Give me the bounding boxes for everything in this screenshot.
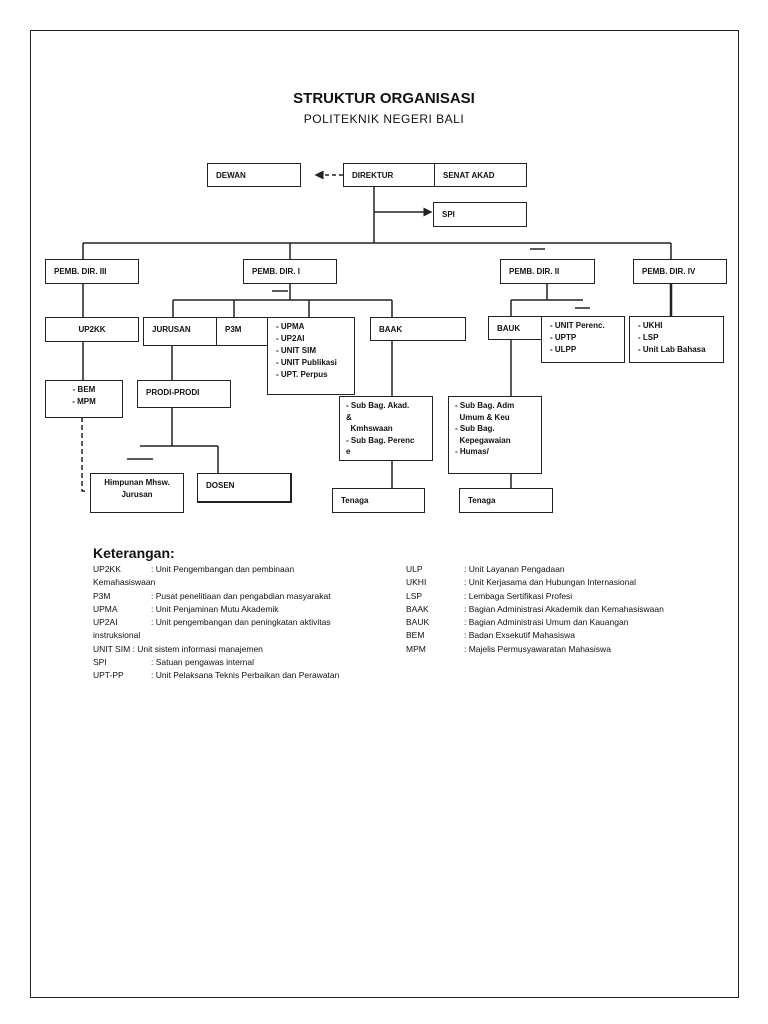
legend-item: ULP: Unit Layanan Pengadaan: [406, 564, 565, 574]
unit-perenc: - UNIT Perenc.: [550, 321, 605, 330]
legend-right: ULP: Unit Layanan Pengadaan UKHI: Unit K…: [406, 563, 664, 656]
legend-item: instruksional: [93, 630, 141, 641]
legend-item: BEM: Badan Exsekutif Mahasiswa: [406, 630, 576, 641]
legend-item: SPI: Satuan pengawas internal: [93, 657, 255, 668]
node-p3m: P3M: [216, 317, 268, 346]
node-bauk: BAUK: [488, 316, 542, 340]
node-up2kk: UP2KK: [45, 317, 139, 342]
legend-item: UPMA: Unit Penjaminan Mutu Akademik: [93, 603, 279, 614]
sub-item: Kmhswaan: [346, 424, 393, 433]
legend-item: UPT-PP: Unit Pelaksana Teknis Perbaikan …: [93, 670, 340, 681]
unit-upma: - UPMA: [276, 322, 305, 331]
sub-item: - Sub Bag. Adm: [455, 401, 515, 410]
node-baak: BAAK: [370, 317, 466, 341]
sub-item: - Sub Bag.: [455, 424, 495, 433]
legend-item: MPM: Majelis Permusyawaratan Mahasiswa: [406, 643, 611, 654]
chart-subtitle: POLITEKNIK NEGERI BALI: [303, 112, 465, 126]
node-direktur: DIREKTUR: [343, 163, 435, 187]
unit-lsp: - LSP: [638, 333, 659, 342]
node-himpunan: Himpunan Mhsw. Jurusan: [90, 473, 184, 513]
legend-item: UNIT SIM : Unit sistem informasi manajem…: [93, 643, 263, 654]
node-bem-mpm: - BEM - MPM: [45, 380, 123, 418]
unit-uptp: - UPTP: [550, 333, 577, 342]
node-pemb-dir-i: PEMB. DIR. I: [243, 259, 337, 284]
sub-item: Umum & Keu: [455, 412, 510, 422]
page-border: [30, 30, 739, 998]
sub-item: e: [346, 447, 351, 456]
unit-bem: - BEM: [72, 385, 96, 394]
legend-item: P3M: Pusat penelitiaan dan pengabdian ma…: [93, 590, 331, 601]
unit-ukhi: - UKHI: [638, 321, 663, 330]
node-jurusan: JURUSAN: [143, 317, 217, 346]
node-dosen: DOSEN: [197, 473, 292, 503]
legend-item: UP2AI: Unit pengembangan dan peningkatan…: [93, 617, 331, 628]
node-spi: SPI: [433, 202, 527, 227]
node-tenaga-baak: Tenaga: [332, 488, 425, 513]
unit-up2ai: - UP2AI: [276, 334, 305, 343]
node-pd2-units: - UNIT Perenc. - UPTP - ULPP: [541, 316, 625, 363]
legend-heading: Keterangan:: [93, 545, 175, 561]
node-dewan: DEWAN: [207, 163, 301, 187]
unit-lab-bahasa: - Unit Lab Bahasa: [638, 345, 706, 354]
legend-item: BAUK: Bagian Administrasi Umum dan Kauan…: [406, 617, 629, 628]
legend-item: Kemahasiswaan: [93, 577, 156, 588]
node-pemb-dir-iii: PEMB. DIR. III: [45, 259, 139, 284]
chart-title: STRUKTUR ORGANISASI: [293, 90, 475, 107]
sub-item: &: [346, 412, 352, 422]
sub-item: - Sub Bag. Perenc: [346, 435, 415, 445]
legend-item: UKHI: Unit Kerjasama dan Hubungan Intern…: [406, 577, 636, 588]
node-pd1-units: - UPMA - UP2AI - UNIT SIM - UNIT Publika…: [267, 317, 355, 395]
node-pd4-units: - UKHI - LSP - Unit Lab Bahasa: [629, 316, 724, 363]
node-pemb-dir-ii: PEMB. DIR. II: [500, 259, 595, 284]
legend-item: LSP: Lembaga Sertifikasi Profesi: [406, 590, 573, 601]
node-bauk-sub: - Sub Bag. Adm Umum & Keu - Sub Bag. Kep…: [448, 396, 542, 474]
legend-left: UP2KK: Unit Pengembangan dan pembinaan K…: [93, 563, 339, 683]
legend-item: UP2KK: Unit Pengembangan dan pembinaan: [93, 564, 295, 574]
himpunan-line: Jurusan: [121, 490, 153, 499]
unit-mpm: - MPM: [72, 397, 96, 406]
node-tenaga-bauk: Tenaga: [459, 488, 553, 513]
unit-publikasi: - UNIT Publikasi: [276, 358, 337, 367]
node-senat-akad: SENAT AKAD: [434, 163, 527, 187]
node-baak-sub: - Sub Bag. Akad. & Kmhswaan - Sub Bag. P…: [339, 396, 433, 461]
unit-upt-perpus: - UPT. Perpus: [276, 370, 328, 379]
node-prodi: PRODI-PRODI: [137, 380, 231, 408]
sub-item: - Sub Bag. Akad.: [346, 401, 410, 410]
node-pemb-dir-iv: PEMB. DIR. IV: [633, 259, 727, 284]
himpunan-line: Himpunan Mhsw.: [104, 478, 170, 487]
legend-item: BAAK: Bagian Administrasi Akademik dan K…: [406, 603, 664, 614]
unit-ulpp: - ULPP: [550, 345, 577, 354]
unit-sim: - UNIT SIM: [276, 346, 316, 355]
sub-item: Kepegawaian: [455, 435, 511, 445]
sub-item: - Humas/: [455, 447, 489, 456]
